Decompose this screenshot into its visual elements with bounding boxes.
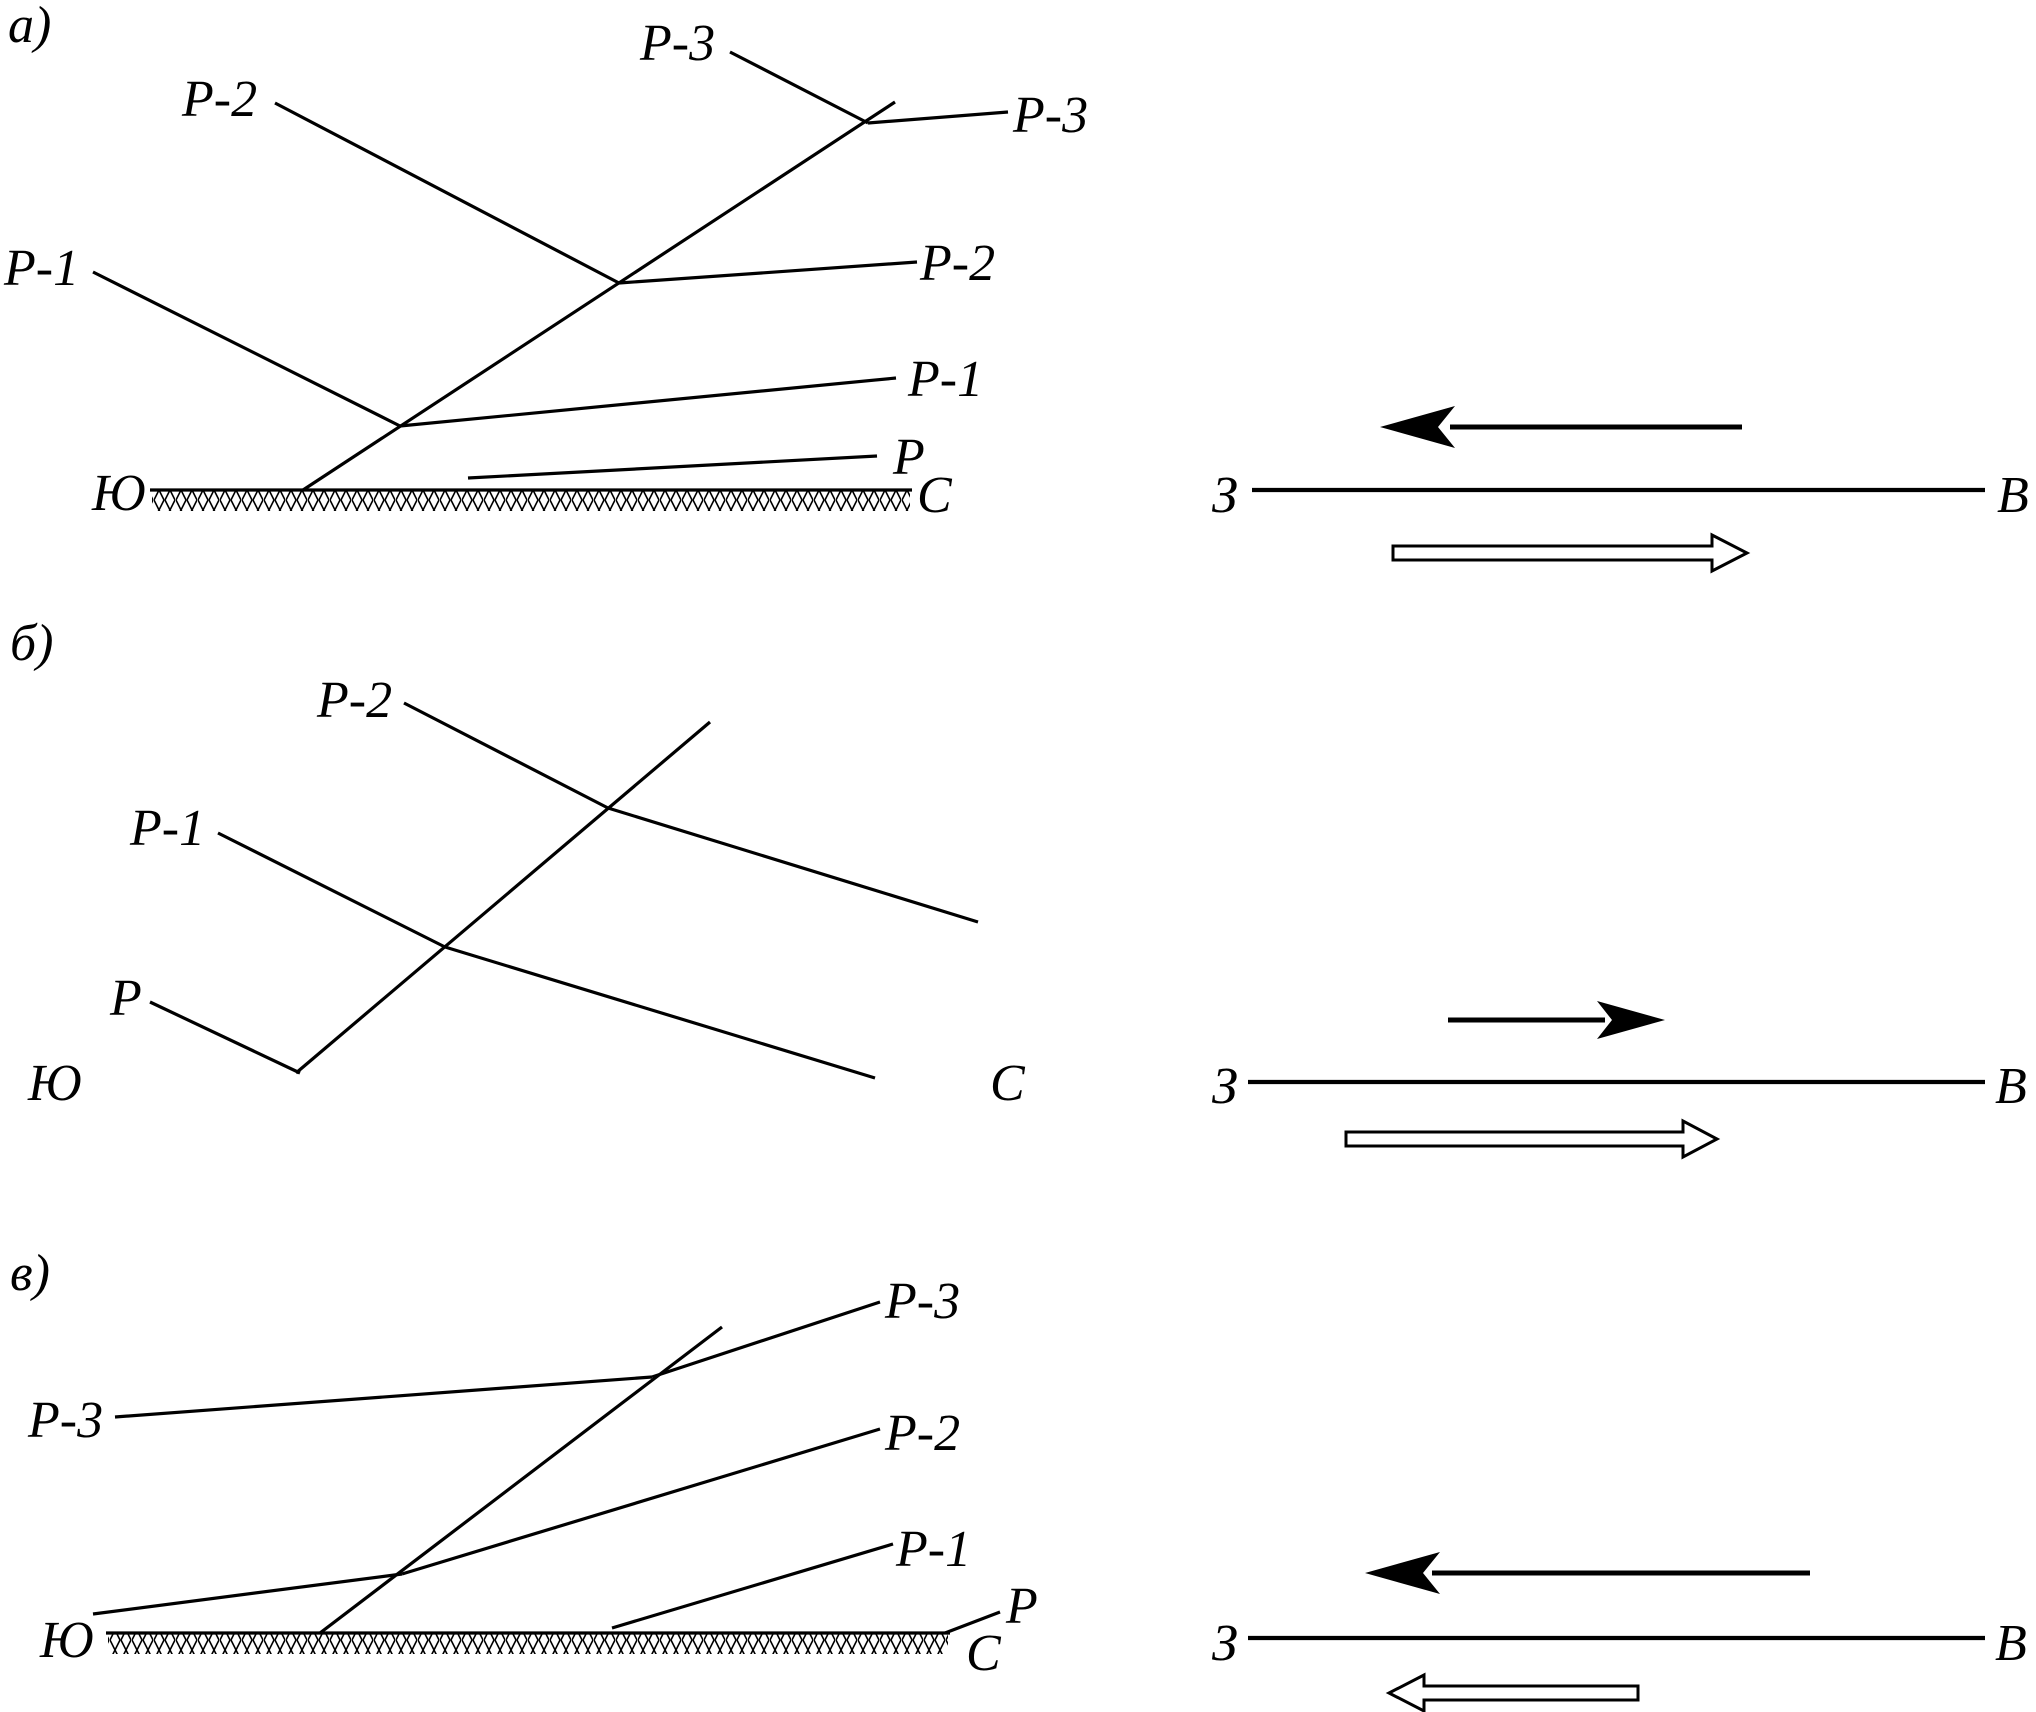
label-r2-left: Р-2 <box>181 71 257 128</box>
solid-arrow-left <box>1380 406 1742 448</box>
label-west: З <box>1212 1058 1238 1115</box>
fault-line <box>302 100 896 492</box>
label-south: Ю <box>39 1612 94 1669</box>
label-r1-left: Р-1 <box>3 240 79 297</box>
label-east: В <box>1995 1058 2027 1115</box>
label-r-right: Р <box>1005 1578 1038 1635</box>
fault-line <box>319 1325 723 1635</box>
layer-r3-left <box>729 50 869 125</box>
label-west: З <box>1212 467 1238 524</box>
layer-r2-right <box>607 806 979 924</box>
label-south: Ю <box>91 465 146 522</box>
layer-r1-right <box>611 1542 894 1630</box>
layer-r-right <box>467 454 878 480</box>
label-west: З <box>1212 1615 1238 1672</box>
label-east: В <box>1997 467 2029 524</box>
solid-arrow-left <box>1365 1552 1810 1594</box>
label-north: С <box>966 1625 1002 1682</box>
label-r2-right: Р-2 <box>884 1405 960 1462</box>
label-r2-left: Р-2 <box>316 672 392 729</box>
hollow-arrow-right <box>1344 1118 1721 1160</box>
label-east: В <box>1995 1615 2027 1672</box>
panel-c-tag: в) <box>10 1245 50 1302</box>
label-north: С <box>990 1055 1026 1112</box>
hollow-arrow-right <box>1391 532 1751 574</box>
layer-r1-left <box>217 831 446 949</box>
panel-c: в) Р-3 Р-3 Р-2 Р-1 Р Ю С З В <box>10 1245 2027 1712</box>
panel-a: а) Р-3 Р-3 Р-2 Р-2 Р-1 Р-1 Р Ю С З В <box>3 0 2029 574</box>
label-r1-right: Р-1 <box>907 351 983 408</box>
layer-r1-right <box>399 376 897 428</box>
label-r-right: Р <box>892 429 925 486</box>
label-r3-left: Р-3 <box>639 15 715 72</box>
label-r2-right: Р-2 <box>919 235 995 292</box>
ground-hatch <box>108 1634 948 1654</box>
layer-r2-right <box>401 1427 881 1576</box>
layer-r2-right <box>618 260 918 285</box>
layer-r1-left <box>92 270 401 428</box>
label-r-left: Р <box>109 970 142 1027</box>
layer-r1-right <box>444 945 876 1080</box>
panel-b-tag: б) <box>10 615 53 672</box>
panel-b: б) Р-2 Р-1 Р Ю С З В <box>10 615 2027 1160</box>
label-north: С <box>917 467 953 524</box>
label-r3-right: Р-3 <box>1012 87 1088 144</box>
layer-r3-right <box>651 1300 881 1379</box>
fault-line <box>294 720 712 1075</box>
layer-r-right <box>944 1610 1001 1635</box>
label-r3-left: Р-3 <box>27 1392 103 1449</box>
layer-r2-left <box>92 1572 403 1616</box>
hollow-arrow-left <box>1385 1672 1640 1712</box>
ground-hatch <box>152 491 910 511</box>
layer-r2-left <box>403 701 609 810</box>
layer-r2-left <box>274 101 620 285</box>
label-r1-right: Р-1 <box>895 1521 971 1578</box>
label-south: Ю <box>27 1055 82 1112</box>
layer-r3-right <box>867 110 1009 125</box>
solid-arrow-right <box>1448 1001 1665 1039</box>
layer-r-left <box>149 1000 301 1075</box>
layer-r3-left <box>114 1375 653 1419</box>
label-r1-left: Р-1 <box>129 800 205 857</box>
panel-a-tag: а) <box>8 0 51 54</box>
label-r3-right: Р-3 <box>884 1273 960 1330</box>
